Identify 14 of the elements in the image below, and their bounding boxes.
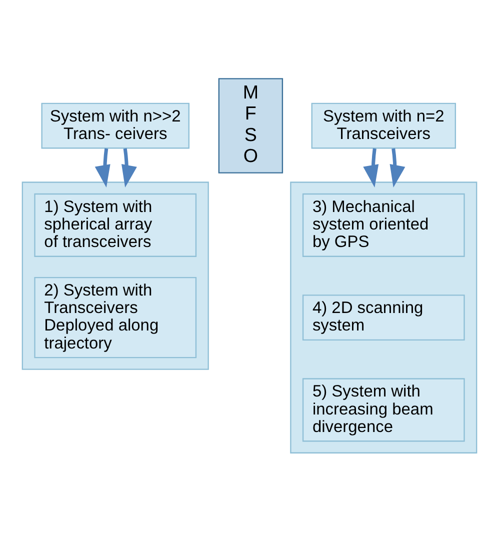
node-box: 1) System with spherical array of transceivers — [34, 192, 197, 256]
arrow — [390, 148, 406, 187]
node-box: 3) Mechanical system oriented by GPS — [302, 192, 465, 256]
arrow — [121, 148, 137, 187]
node-box: M F S O — [218, 78, 284, 173]
cluster — [290, 181, 478, 453]
node-box: 5) System with increasing beam divergence — [302, 378, 465, 442]
node-box: 2) System with Transceivers Deployed along trajectory — [34, 276, 197, 358]
node-box: 4) 2D scanning system — [302, 294, 465, 340]
node-box: System with n=2 Transceivers — [311, 102, 456, 148]
arrow — [363, 148, 379, 188]
node-box: System with n>>2 Trans- ceivers — [41, 102, 190, 148]
arrow — [94, 148, 110, 188]
cluster — [22, 181, 209, 370]
